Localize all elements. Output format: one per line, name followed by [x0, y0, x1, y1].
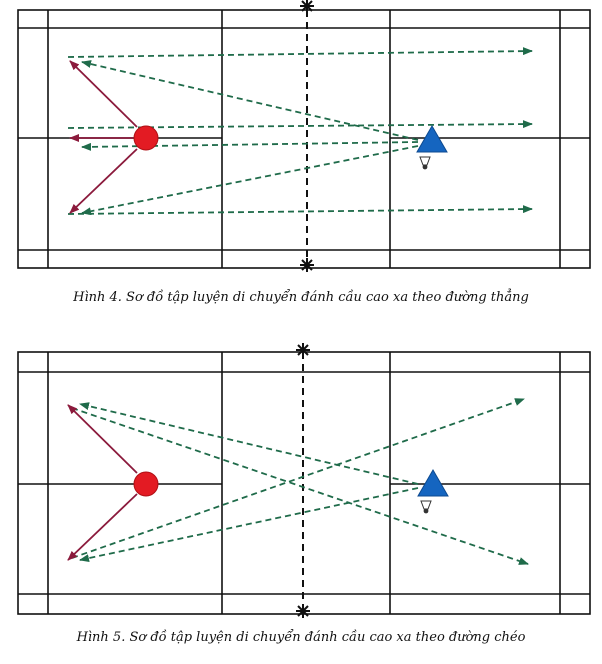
figure-5-number: Hình 5.	[76, 630, 126, 645]
player-circle	[133, 471, 159, 497]
figure-5-text: Sơ đồ tập luyện di chuyển đánh cầu cao x…	[129, 630, 526, 645]
figure-4-caption: Hình 4. Sơ đồ tập luyện di chuyển đánh c…	[0, 290, 602, 305]
figure-4-text: Sơ đồ tập luyện di chuyển đánh cầu cao x…	[126, 290, 529, 305]
shuttlecock-icon	[420, 500, 432, 514]
movement-arrows	[67, 404, 138, 561]
net-post-bottom	[296, 604, 310, 618]
movement-arrows	[69, 60, 138, 214]
player-circle	[133, 125, 159, 151]
figure-4: Hình 4. Sơ đồ tập luyện di chuyển đánh c…	[0, 0, 602, 320]
figure-4-number: Hình 4.	[73, 290, 122, 305]
shuttlecock-icon	[419, 156, 431, 170]
net-post-top	[300, 0, 314, 13]
player-triangle	[416, 124, 448, 153]
net-post-top	[296, 343, 310, 357]
shot-arrows	[71, 398, 529, 565]
court-diagram-straight	[17, 0, 591, 272]
figure-5-caption: Hình 5. Sơ đồ tập luyện di chuyển đánh c…	[0, 630, 602, 645]
court-diagram-diagonal	[17, 343, 591, 618]
court	[17, 9, 591, 269]
player-triangle	[417, 468, 449, 497]
net-post-bottom	[300, 258, 314, 272]
figure-5: Hình 5. Sơ đồ tập luyện di chuyển đánh c…	[0, 338, 602, 664]
